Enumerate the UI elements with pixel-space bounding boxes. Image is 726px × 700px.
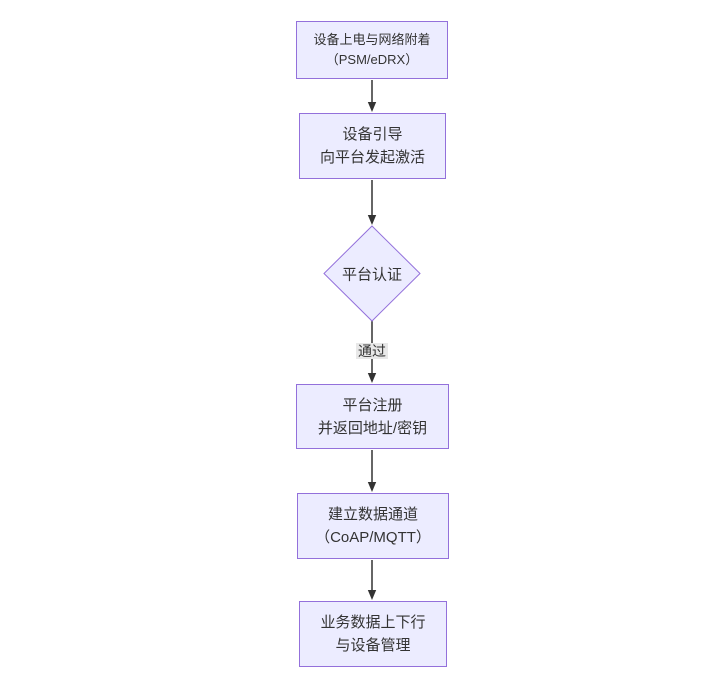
decision-diamond-shape <box>323 225 421 322</box>
flow-node-bootstrap-activate: 设备引导 向平台发起激活 <box>299 113 446 179</box>
flow-node-platform-auth-label: 平台认证 <box>341 266 403 284</box>
node-label-line: 建立数据通道 <box>327 506 418 523</box>
flow-node-power-attach: 设备上电与网络附着 （PSM/eDRX） <box>296 21 448 79</box>
node-label-line: （CoAP/MQTT） <box>315 529 431 546</box>
node-label-line: （PSM/eDRX） <box>325 52 419 67</box>
edge-label-pass: 通过 <box>356 343 388 359</box>
node-label-line: 向平台发起激活 <box>319 149 425 166</box>
arrow-down-head-icon <box>367 215 377 225</box>
node-label-line: 设备上电与网络附着 <box>313 32 431 47</box>
flow-node-business-data: 业务数据上下行 与设备管理 <box>299 601 447 667</box>
arrow-down-head-icon <box>367 102 377 112</box>
node-label-line: 平台注册 <box>342 396 403 414</box>
flow-node-platform-register: 平台注册 并返回地址/密钥 <box>296 384 449 449</box>
node-label-line: 业务数据上下行 <box>320 614 426 631</box>
arrow-down-head-icon <box>367 482 377 492</box>
flow-node-data-channel: 建立数据通道 （CoAP/MQTT） <box>297 493 449 559</box>
arrow-down-head-icon <box>367 590 377 600</box>
node-label-line: 与设备管理 <box>335 637 411 654</box>
node-label-line: 设备引导 <box>342 126 403 143</box>
node-label-line: 并返回地址/密钥 <box>317 419 428 437</box>
arrow-down-head-icon <box>367 373 377 383</box>
arrowheads <box>367 102 377 600</box>
